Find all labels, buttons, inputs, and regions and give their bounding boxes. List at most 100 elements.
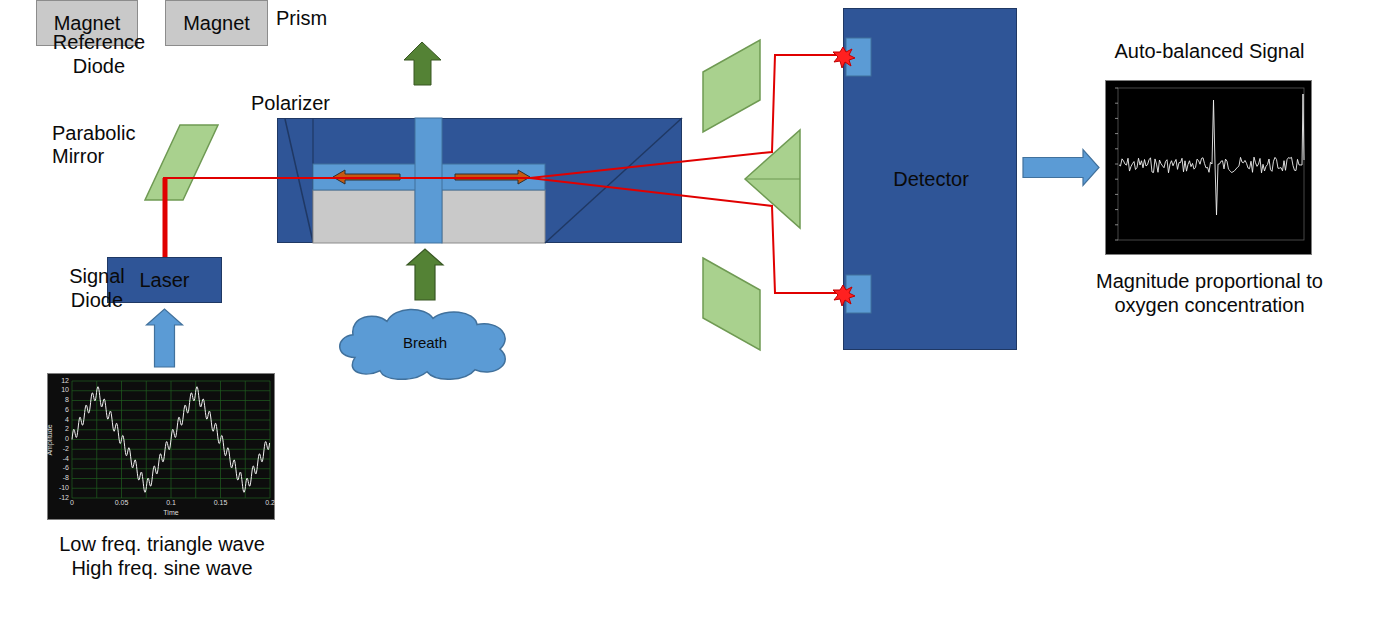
beam — [163, 177, 530, 179]
split-prism-edge — [745, 178, 800, 179]
polarizer-edge — [312, 118, 313, 243]
grid-line — [72, 478, 270, 479]
axis-tick: 0 — [52, 435, 69, 443]
axis-tick: 6 — [52, 406, 69, 414]
tick-mark — [1115, 224, 1118, 225]
signal-plot: Auto-balanced SignalMagnitude proportion… — [1105, 80, 1312, 255]
grid-line — [171, 381, 172, 498]
bottom-mirror — [703, 258, 760, 350]
axis-tick: -2 — [52, 445, 69, 453]
polarizer-detail — [285, 118, 682, 243]
axis-tick: 0 — [60, 499, 84, 507]
block-arrow — [407, 249, 443, 300]
grid-line — [72, 459, 270, 460]
tick-mark — [1115, 103, 1118, 104]
magnet-box: Magnet — [165, 0, 268, 46]
grid-line — [146, 381, 147, 498]
shape-label: Magnet — [166, 1, 267, 45]
tick-mark — [1115, 133, 1118, 134]
polarizer-line — [285, 119, 313, 242]
grid-line — [72, 420, 270, 421]
grid-line — [72, 439, 270, 440]
grid-line — [220, 381, 221, 498]
axis-title: Time — [151, 509, 191, 517]
grid-line — [96, 381, 97, 498]
shape-caption: Polarizer — [251, 91, 371, 115]
axis-tick: 8 — [52, 396, 69, 404]
plot-frame — [1118, 88, 1304, 240]
grid-line — [270, 381, 271, 498]
tick-mark — [1115, 88, 1118, 89]
tick-mark — [1115, 148, 1118, 149]
parabolic-mirror — [145, 125, 218, 200]
prism-line — [545, 118, 682, 243]
waveform-trace — [72, 381, 270, 498]
shape-label: Breath — [335, 306, 515, 380]
signal-line — [1119, 94, 1304, 215]
axis-tick: -10 — [52, 484, 69, 492]
axis-tick: 0.1 — [159, 499, 183, 507]
grid-line — [121, 381, 122, 498]
shape-label: Reference Diode — [34, 30, 164, 78]
grid-line — [72, 400, 270, 401]
axis-tick: -4 — [52, 455, 69, 463]
axis-tick: 2 — [52, 425, 69, 433]
diode-chip — [846, 38, 871, 76]
shape-label: Laser — [108, 258, 221, 302]
magnet-lower — [313, 190, 415, 243]
waveform-plot: Low freq. triangle wave High freq. sine … — [47, 373, 275, 520]
breath-cloud: Breath — [335, 306, 515, 380]
tick-mark — [1115, 118, 1118, 119]
axis-tick: -6 — [52, 464, 69, 472]
signal-trace — [1115, 88, 1304, 240]
beam — [163, 178, 168, 257]
exhaust-arrow — [404, 42, 441, 85]
tick-mark — [1115, 194, 1118, 195]
grid-line — [72, 381, 270, 382]
tick-mark — [1115, 179, 1118, 180]
shape-caption: Low freq. triangle wave High freq. sine … — [47, 532, 277, 580]
grid-line — [195, 381, 196, 498]
field-arrow — [333, 170, 400, 184]
magnet-lower — [442, 190, 545, 243]
grid-line — [72, 498, 270, 499]
grid-line — [72, 390, 270, 391]
shape-label: Detector — [844, 167, 1018, 191]
laser-box: Laser — [107, 257, 222, 303]
grid-line — [245, 381, 246, 498]
breath-channel — [415, 118, 442, 243]
field-arrow — [455, 170, 530, 184]
laser-beam — [163, 55, 838, 293]
polarizer-housing: Polarizer — [277, 118, 682, 243]
axis-tick: -12 — [52, 494, 69, 502]
axis-tick: 0.15 — [209, 499, 233, 507]
grid-line — [72, 468, 270, 469]
shape-label: Signal Diode — [52, 264, 142, 312]
diode-box: Reference Diode — [0, 20, 172, 92]
shape-caption: Magnitude proportional to oxygen concent… — [1071, 269, 1348, 317]
grid-line — [72, 410, 270, 411]
detector-box: Detector — [843, 8, 1017, 350]
axis-tick: -8 — [52, 474, 69, 482]
grid-line — [72, 429, 270, 430]
axis-title: Amplitude — [46, 420, 54, 460]
split-prism — [745, 130, 800, 228]
grid-line — [72, 488, 270, 489]
tick-mark — [1115, 240, 1118, 241]
axis-tick: 12 — [52, 377, 69, 385]
light-spot — [833, 285, 855, 306]
beam — [530, 178, 838, 293]
axis-tick: 10 — [52, 386, 69, 394]
part-name: Parabolic Mirror — [52, 122, 152, 168]
grid-line — [72, 381, 73, 498]
block-arrow — [147, 309, 183, 367]
gas-channel — [313, 164, 545, 190]
block-arrow — [1023, 150, 1099, 186]
diode-chip — [846, 275, 871, 313]
tick-mark — [1115, 209, 1118, 210]
tick-mark — [1115, 164, 1118, 165]
shape-caption: Auto-balanced Signal — [1076, 39, 1343, 63]
axis-tick: 0.05 — [110, 499, 134, 507]
axis-tick: 4 — [52, 416, 69, 424]
